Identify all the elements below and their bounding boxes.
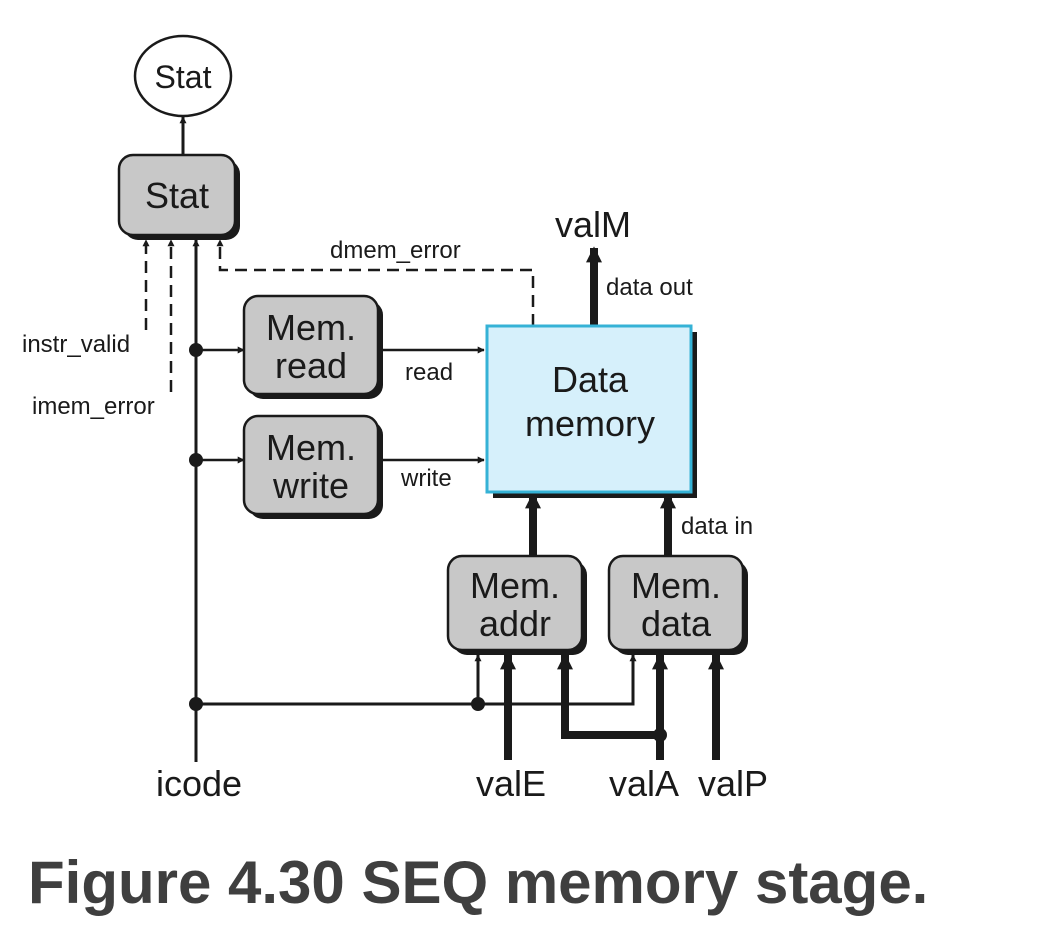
mem-write-block — [242, 414, 380, 516]
dmem-error-label: dmem_error — [330, 237, 461, 264]
read-label: read — [405, 359, 453, 386]
icode-to-mem-data-wire — [478, 654, 637, 706]
mem-write-label-line1: Mem. — [266, 427, 356, 468]
junction-dot — [189, 453, 203, 467]
instr-valid-label: instr_valid — [22, 331, 130, 358]
valA-to-mem-addr-wire — [557, 653, 660, 739]
data-memory-label-line2: memory — [525, 403, 655, 444]
mem-read-label-line1: Mem. — [266, 307, 356, 348]
imem-error-label: imem_error — [32, 393, 155, 420]
data-out-label: data out — [606, 274, 693, 301]
mem-data-label-line2: data — [641, 603, 712, 644]
data-memory-block — [485, 324, 693, 494]
mem-data-block — [607, 554, 745, 652]
mem-addr-label-line1: Mem. — [470, 565, 560, 606]
junction-dot — [653, 728, 667, 742]
icode-to-mem-addr-wire — [196, 654, 482, 706]
icode-label: icode — [156, 763, 242, 804]
mem-data-label-line1: Mem. — [631, 565, 721, 606]
valM-label: valM — [555, 204, 631, 245]
stat-block-label: Stat — [145, 175, 209, 216]
junction-dot — [189, 697, 203, 711]
data-memory-label-line1: Data — [552, 359, 629, 400]
junction-dot — [471, 697, 485, 711]
figure-caption: Figure 4.30 SEQ memory stage. — [28, 849, 929, 916]
dmem-error-wire — [216, 239, 535, 326]
data-in-label: data in — [681, 513, 753, 540]
mem-addr-block — [446, 554, 584, 652]
stat-output-label: Stat — [155, 59, 212, 95]
mem-addr-label-line2: addr — [479, 603, 551, 644]
mem-read-block — [242, 294, 380, 396]
mem-write-label-line2: write — [272, 465, 349, 506]
mem-read-label-line2: read — [275, 345, 347, 386]
valP-label: valP — [698, 763, 768, 804]
stat-output-ellipse — [133, 34, 233, 118]
valA-label: valA — [609, 763, 679, 804]
junction-dot — [189, 343, 203, 357]
stat-block — [117, 153, 237, 237]
valE-label: valE — [476, 763, 546, 804]
seq-memory-stage-diagram: Stat Stat Mem. read Mem. write Data memo… — [22, 34, 768, 804]
write-label: write — [400, 465, 452, 492]
